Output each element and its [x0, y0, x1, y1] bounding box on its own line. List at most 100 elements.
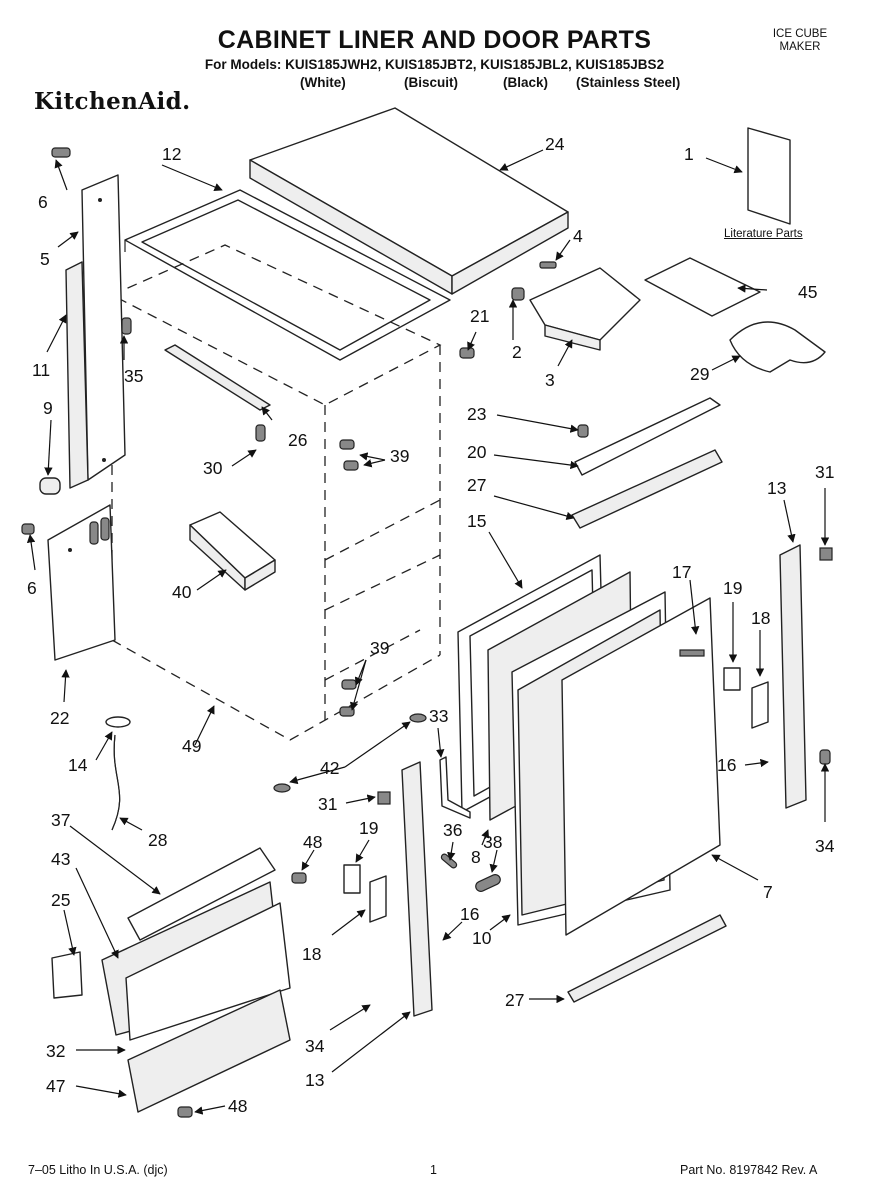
callout-25: 25 [51, 890, 70, 910]
callout-38: 38 [483, 832, 502, 852]
callout-4: 4 [573, 226, 583, 246]
callout-27-bottom: 27 [505, 990, 524, 1010]
callout-7: 7 [763, 882, 773, 902]
callout-32: 32 [46, 1041, 65, 1061]
callout-6-bottom: 6 [27, 578, 37, 598]
right-hinge-bracket-part [751, 681, 769, 729]
liner-rail-part [164, 344, 271, 411]
callout-31-left: 31 [318, 794, 337, 814]
drain-tray-part [189, 511, 276, 591]
callout-34-right: 34 [815, 836, 835, 856]
callout-5: 5 [40, 249, 50, 269]
right-hinge-bar-part [779, 544, 807, 809]
callout-21: 21 [470, 306, 489, 326]
filter-sheet-part [644, 257, 761, 317]
right-clip-part [819, 547, 833, 561]
callout-34-left: 34 [305, 1036, 325, 1056]
callout-18-left: 18 [302, 944, 321, 964]
callout-16-right: 16 [717, 755, 736, 775]
callout-42: 42 [320, 758, 339, 778]
ice-scoop-part [729, 321, 826, 373]
callout-30: 30 [203, 458, 223, 478]
door-bottom-rail-lower [567, 914, 727, 1003]
left-hinge-bracket-part [369, 875, 387, 923]
callout-45: 45 [798, 282, 817, 302]
model-list: For Models: KUIS185JWH2, KUIS185JBT2, KU… [204, 57, 665, 72]
roller-part [475, 874, 501, 892]
right-hinge-plate-part [723, 667, 741, 691]
callout-2: 2 [512, 342, 522, 362]
callout-33: 33 [429, 706, 448, 726]
callout-26: 26 [288, 430, 307, 450]
callout-8: 8 [471, 847, 481, 867]
top-cover-part [249, 107, 569, 295]
callout-43: 43 [51, 849, 70, 869]
callout-11: 11 [32, 360, 50, 380]
ice-bin-bracket-part [529, 267, 641, 351]
corner-bracket-part [51, 951, 83, 999]
callout-18-right: 18 [751, 608, 770, 628]
callout-15: 15 [467, 511, 486, 531]
base-frame-face [125, 902, 291, 1041]
hose-clamp-part [105, 716, 131, 728]
callout-9: 9 [43, 398, 53, 418]
callout-49: 49 [182, 736, 201, 756]
callout-20: 20 [467, 442, 487, 462]
door-panel-part [561, 597, 721, 936]
callout-24: 24 [545, 134, 565, 154]
callout-48-top: 48 [303, 832, 322, 852]
callout-39-top: 39 [390, 446, 409, 466]
left-hinge-plate-part [343, 864, 361, 894]
door-strip-part [439, 756, 471, 819]
product-category-line1: ICE CUBE [772, 28, 828, 40]
kick-plate-grille-part [127, 989, 291, 1113]
door-bottom-rail-upper [571, 449, 723, 529]
callout-23: 23 [467, 404, 486, 424]
callout-47: 47 [46, 1076, 65, 1096]
callout-3: 3 [545, 370, 555, 390]
side-panel-part [65, 174, 126, 489]
page-title: CABINET LINER AND DOOR PARTS [217, 26, 652, 54]
toe-bracket-part [127, 847, 276, 941]
callout-40: 40 [172, 582, 192, 602]
pin-part [539, 261, 557, 269]
left-hinge-bar-part [401, 761, 433, 1017]
callout-13-right: 13 [767, 478, 786, 498]
callout-22: 22 [50, 708, 69, 728]
page-number: 1 [430, 1163, 437, 1177]
literature-booklet [747, 127, 791, 225]
callout-31-right: 31 [815, 462, 834, 482]
part-number: Part No. 8197842 Rev. A [680, 1163, 818, 1177]
top-gasket-part [124, 189, 451, 361]
callout-27-top: 27 [467, 475, 486, 495]
brand-logo: KitchenAid. [34, 88, 191, 115]
callout-29: 29 [690, 364, 709, 384]
callout-6-top: 6 [38, 192, 48, 212]
callout-35: 35 [124, 366, 143, 386]
leader-lines [26, 149, 830, 1115]
callout-39-bottom: 39 [370, 638, 389, 658]
callout-19-left: 19 [359, 818, 378, 838]
color-white: (White) [300, 75, 346, 90]
product-category: ICE CUBE MAKER [760, 28, 840, 54]
callout-16-left: 16 [460, 904, 479, 924]
hinge-part [39, 477, 61, 495]
door-rail-part [574, 397, 721, 476]
color-biscuit: (Biscuit) [404, 75, 458, 90]
callout-48-bottom: 48 [228, 1096, 247, 1116]
product-category-line2: MAKER [779, 41, 821, 53]
color-black: (Black) [503, 75, 549, 90]
callout-12: 12 [162, 144, 181, 164]
callout-19-right: 19 [723, 578, 742, 598]
callout-10: 10 [472, 928, 492, 948]
literature-parts-label: Literature Parts [724, 228, 803, 240]
back-panel-part [47, 504, 116, 661]
callout-14: 14 [68, 755, 88, 775]
callout-17: 17 [672, 562, 691, 582]
left-clip-part [377, 791, 391, 805]
callout-28: 28 [148, 830, 167, 850]
color-stainless: (Stainless Steel) [576, 75, 681, 90]
print-info: 7–05 Litho In U.S.A. (djc) [28, 1163, 168, 1177]
screws [21, 147, 831, 1118]
